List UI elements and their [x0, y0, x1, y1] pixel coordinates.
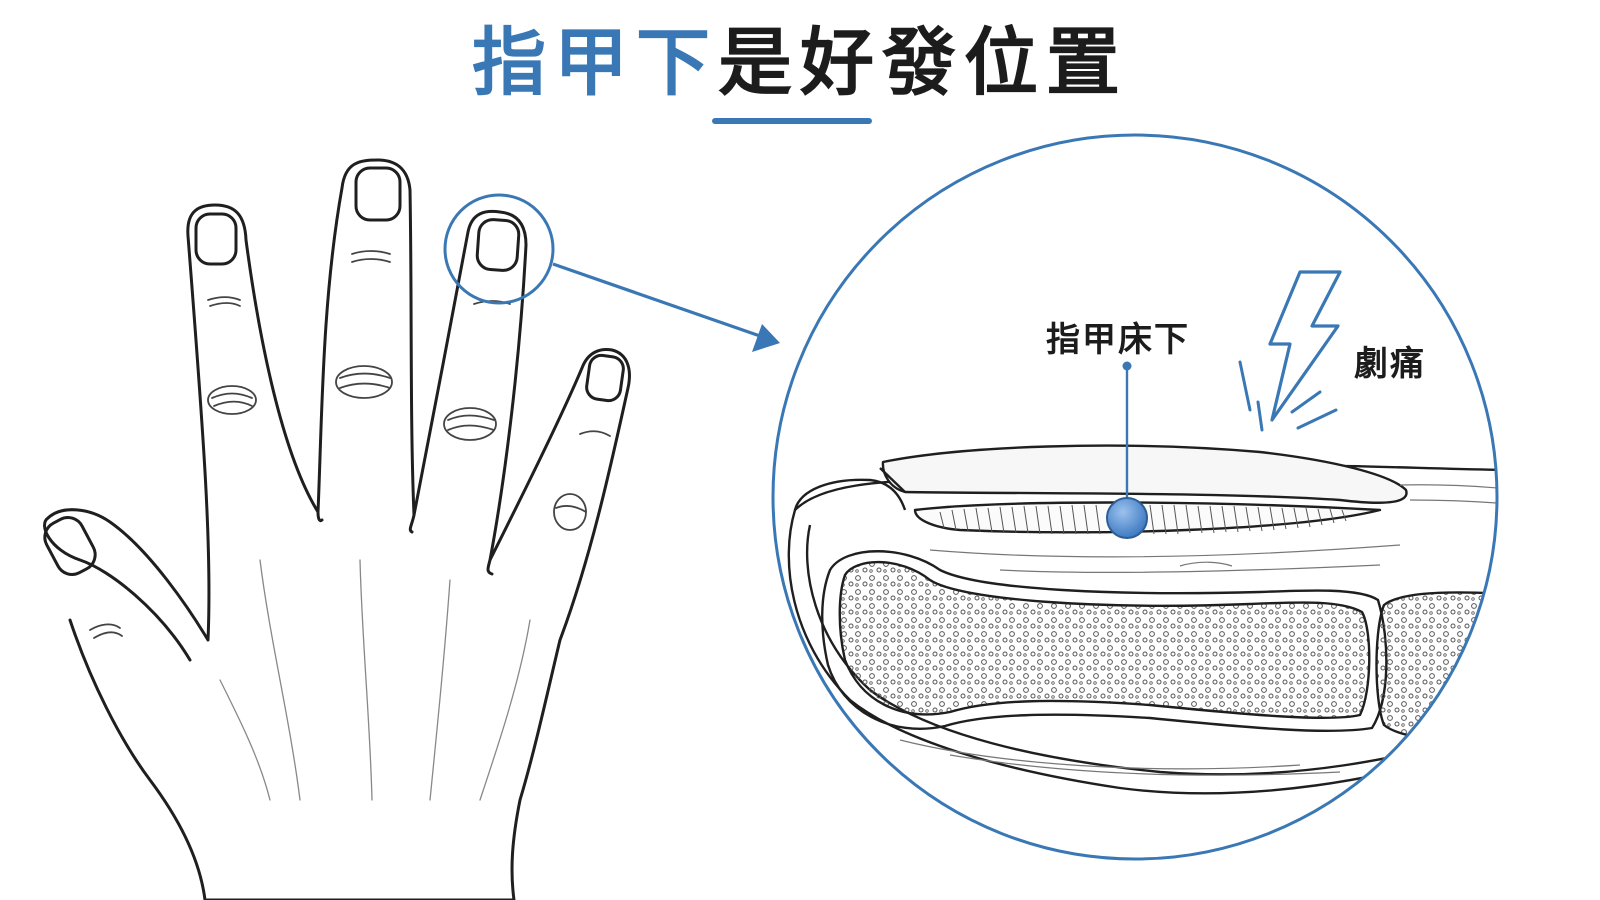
magnified-view — [771, 133, 1499, 861]
middle-nail — [354, 166, 402, 222]
pain-spark-lines — [1238, 360, 1338, 432]
hand-illustration — [43, 158, 631, 900]
highlight-pointer — [443, 193, 780, 352]
nail-highlight-circle — [443, 193, 555, 305]
pinky-nail — [585, 353, 625, 403]
arrow-icon — [752, 324, 780, 352]
pointer-arrow-line — [552, 262, 761, 338]
nail-bed-label: 指甲床下 — [1046, 320, 1190, 360]
index-nail — [194, 212, 238, 266]
title-highlight: 指甲下 — [472, 20, 718, 106]
middle-phalanx — [1375, 591, 1497, 743]
page-title: 指甲下是好發位置 — [0, 18, 1600, 108]
ring-nail — [475, 218, 521, 272]
magnifier-ring — [771, 133, 1499, 861]
tumor-marker — [1106, 497, 1148, 539]
lightning-bolt-icon — [1268, 270, 1342, 422]
thumb-nail — [43, 516, 97, 576]
pain-label: 劇痛 — [1354, 344, 1426, 384]
distal-phalanx — [838, 560, 1371, 720]
title-underline — [712, 118, 872, 124]
title-rest: 是好發位置 — [718, 20, 1128, 106]
hand-outline — [43, 158, 631, 900]
nail-plate — [881, 444, 1408, 504]
